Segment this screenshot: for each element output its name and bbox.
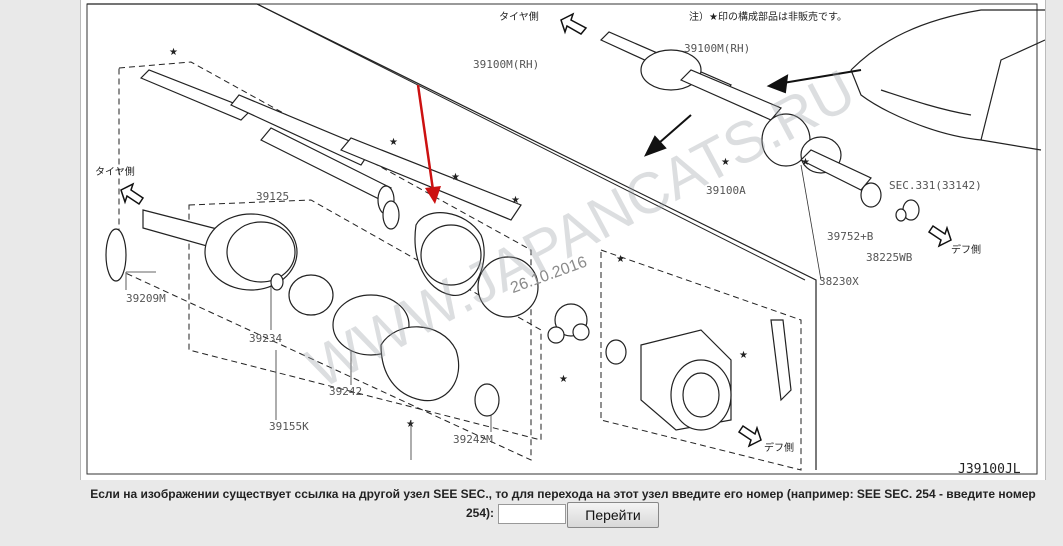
- svg-text:★: ★: [406, 419, 415, 430]
- axle-assembly-drawing: [599, 31, 920, 222]
- parts-diagram: ★ ★ ★ ★ ★ ★ ★ ★ ★ ★ 39100M(RH) 39100M(RH…: [80, 0, 1046, 480]
- part-label-39752b[interactable]: 39752+B: [827, 230, 874, 243]
- drive-shaft-drawing: [139, 69, 522, 221]
- part-label-39234[interactable]: 39234: [249, 332, 282, 345]
- svg-text:★: ★: [801, 157, 810, 168]
- label-tire-side-left: タイヤ側: [95, 165, 135, 178]
- leader-lines: [125, 164, 822, 460]
- svg-text:★: ★: [511, 195, 520, 206]
- assembly-edge: [256, 3, 806, 281]
- car-outline-drawing: [850, 9, 1045, 151]
- dashed-group-housing: [600, 249, 802, 471]
- part-label-sec331[interactable]: SEC.331(33142): [889, 179, 982, 192]
- diagram-code: J39100JL: [958, 462, 1021, 477]
- note-non-sale: 注）★印の構成部品は非販売です。: [689, 10, 847, 23]
- outer-cv-joint-drawing: [105, 209, 334, 316]
- label-diff-side-right: デフ側: [951, 243, 981, 256]
- assembly-outline: [87, 3, 817, 470]
- hollow-arrows: [120, 12, 952, 448]
- go-button[interactable]: Перейти: [567, 502, 659, 528]
- section-number-input[interactable]: [498, 504, 566, 524]
- direction-arrows: [643, 69, 862, 157]
- diagram-border: [86, 3, 1038, 475]
- label-tire-side-top: タイヤ側: [499, 10, 539, 23]
- part-label-39100m-a[interactable]: 39100M(RH): [473, 58, 539, 71]
- svg-text:★: ★: [616, 254, 625, 265]
- caption-text: Если на изображении существует ссылка на…: [90, 487, 1036, 501]
- tripod-housing-drawing: [547, 303, 792, 431]
- diagram-svg: ★ ★ ★ ★ ★ ★ ★ ★ ★ ★ 39100M(RH) 39100M(RH…: [86, 3, 1045, 477]
- part-label-39209m[interactable]: 39209M: [126, 292, 166, 305]
- boot-drawings: [332, 200, 539, 417]
- svg-text:★: ★: [389, 137, 398, 148]
- part-label-39125[interactable]: 39125: [256, 190, 289, 203]
- part-label-39100a[interactable]: 39100A: [706, 184, 746, 197]
- svg-text:★: ★: [169, 47, 178, 58]
- part-label-39242m[interactable]: 39242M: [453, 433, 493, 446]
- form-label: 254):: [466, 506, 495, 520]
- part-label-39242[interactable]: 39242: [329, 385, 362, 398]
- dashed-group-joint: [188, 199, 542, 441]
- svg-text:★: ★: [721, 157, 730, 168]
- svg-text:★: ★: [739, 350, 748, 361]
- part-label-38225wb[interactable]: 38225WB: [866, 251, 913, 264]
- part-label-39100m-b[interactable]: 39100M(RH): [684, 42, 750, 55]
- red-pointer-arrow: [416, 84, 441, 204]
- dashed-group-shaft: [118, 61, 532, 461]
- part-label-39155k[interactable]: 39155K: [269, 420, 309, 433]
- svg-text:★: ★: [451, 172, 460, 183]
- section-jump-form: 254): Перейти: [0, 500, 1063, 530]
- part-label-38230x[interactable]: 38230X: [819, 275, 859, 288]
- label-diff-side-bottom: デフ側: [764, 441, 794, 454]
- svg-text:★: ★: [559, 374, 568, 385]
- star-markers: ★ ★ ★ ★ ★ ★ ★ ★ ★ ★: [169, 47, 810, 430]
